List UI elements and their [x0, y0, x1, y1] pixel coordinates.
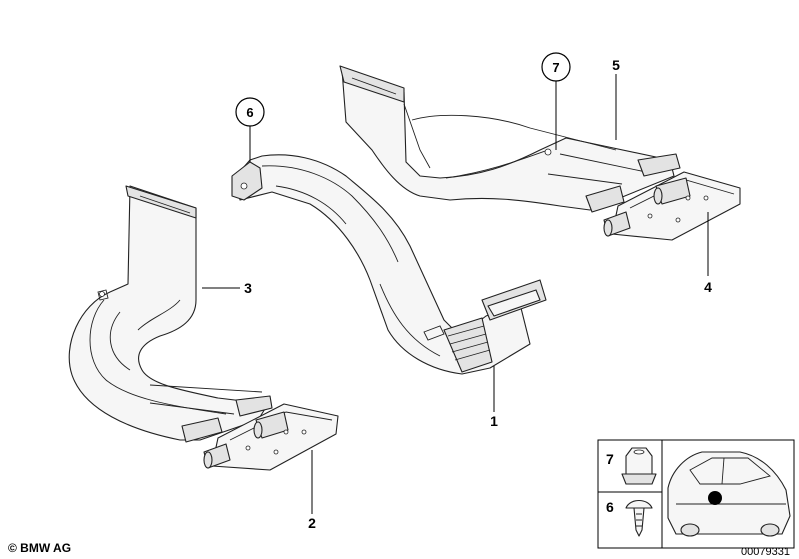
copyright-notice: © BMW AG [8, 541, 71, 555]
air-duct-center [231, 154, 547, 375]
clip-nut-icon [621, 447, 657, 485]
part-label-4: 4 [704, 279, 712, 295]
car-location-icon [667, 451, 791, 537]
callout-label-7: 7 [552, 60, 559, 75]
part-label-1: 1 [490, 413, 498, 429]
outlet-box-left [203, 403, 339, 471]
part-labels: 6 7 5 3 4 1 2 [235, 52, 712, 531]
legend-label-7: 7 [606, 451, 614, 467]
part-label-5: 5 [612, 57, 620, 73]
leader-lines [202, 74, 709, 514]
legend-label-6: 6 [606, 499, 614, 515]
fastener-location-marker [708, 491, 722, 505]
push-rivet-icon [625, 499, 653, 537]
document-number: 00079331 [741, 546, 790, 558]
air-duct-right [339, 65, 681, 213]
part-label-2: 2 [308, 515, 316, 531]
outlet-box-right [603, 171, 741, 241]
callout-label-6: 6 [246, 105, 253, 120]
fastener-legend: 7 6 [597, 439, 795, 549]
callout-circle-6 [235, 97, 265, 127]
air-duct-left [68, 185, 273, 443]
part-label-3: 3 [244, 280, 252, 296]
callout-circle-7 [541, 52, 571, 82]
